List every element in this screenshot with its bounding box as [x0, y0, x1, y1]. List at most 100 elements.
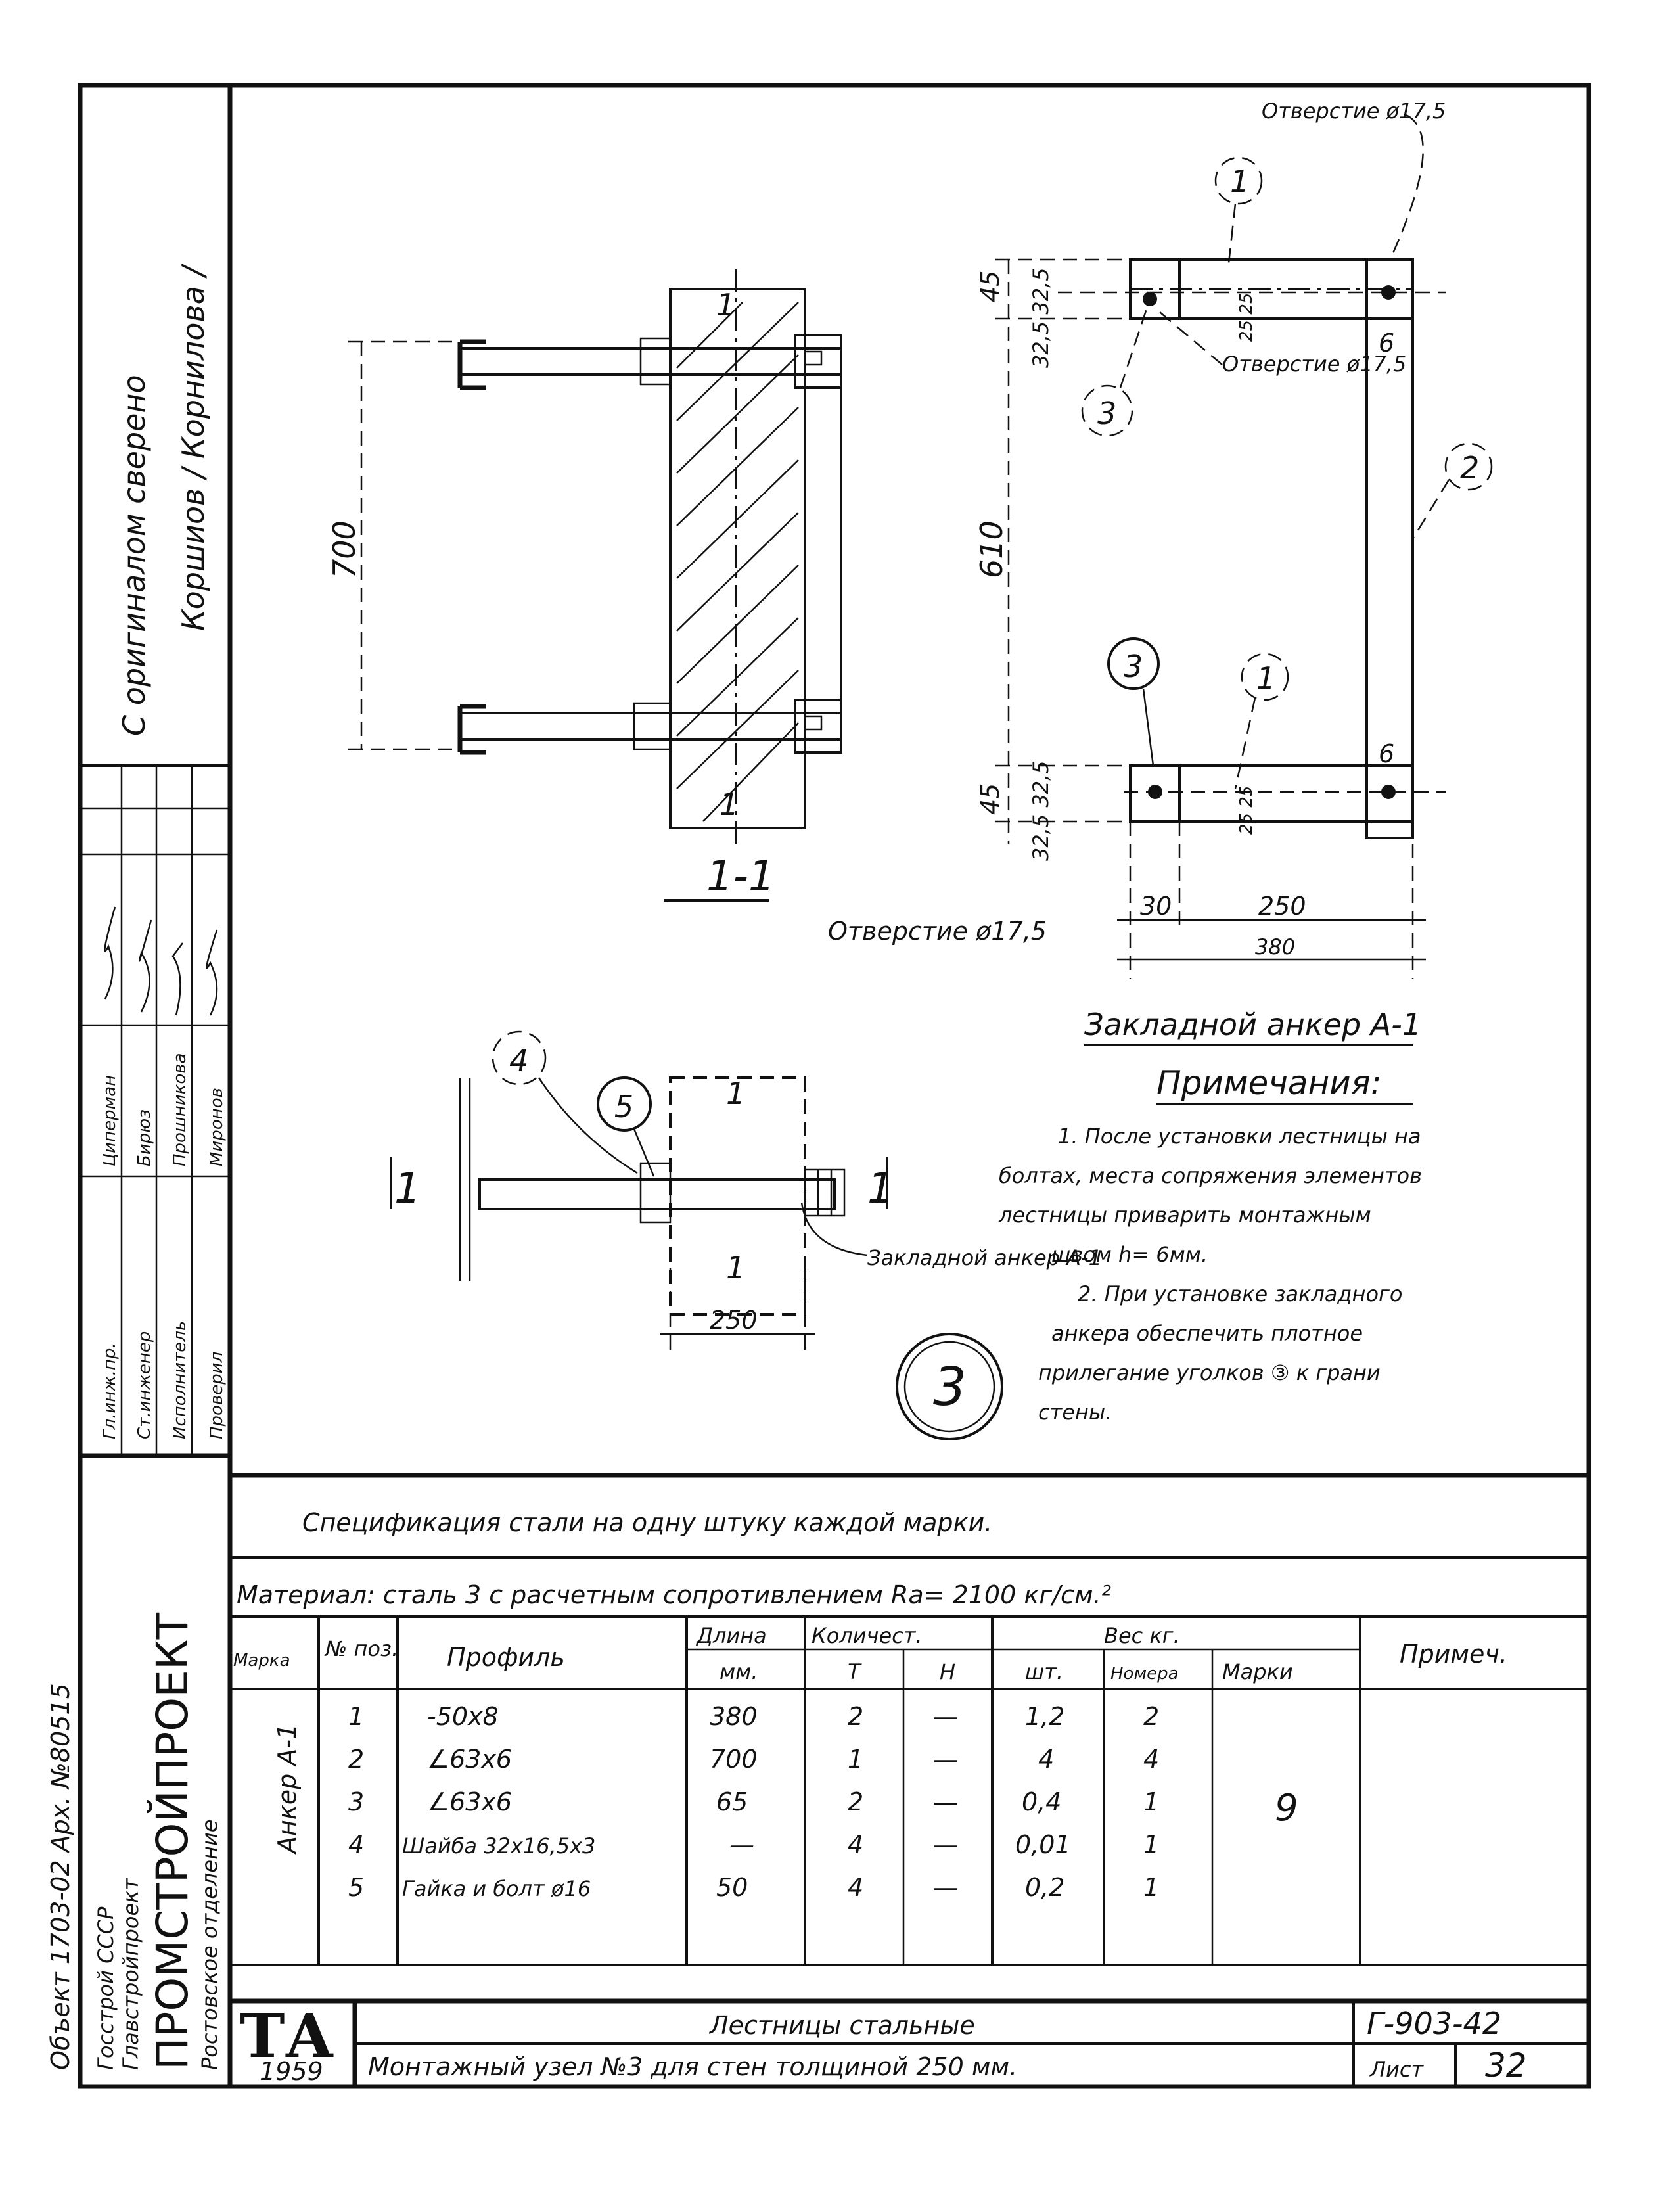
dim-610: 610: [974, 520, 1009, 578]
object-number: Объект 1703-02 Арх. №80515: [46, 1683, 75, 2070]
note-line-1: 1. После установки лестницы на: [1058, 1124, 1421, 1149]
mark-name: Анкер А-1: [273, 1724, 302, 1855]
svg-text:0,2: 0,2: [1025, 1873, 1064, 1902]
signature-2: [138, 919, 152, 1013]
callout-4: 4: [492, 1030, 638, 1174]
svg-text:2: 2: [348, 1745, 364, 1774]
hole-label-mid: Отверстие ø17,5: [1222, 352, 1406, 377]
org-glavstroyproekt: Главстройпроект: [118, 1878, 143, 2071]
svg-text:2: 2: [1143, 1702, 1159, 1731]
stamp-block: С оригиналом сверено Коршиов / Корнилова…: [46, 264, 227, 2070]
svg-text:Гайка и болт ø16: Гайка и болт ø16: [402, 1876, 591, 1901]
svg-text:4: 4: [509, 1043, 528, 1078]
sheet-number: 32: [1485, 2046, 1527, 2085]
plan-detail-view: 1 1 250 1 1 4 5 Закладной анкер А-1 3: [390, 1030, 1102, 1440]
dim-32-top: 32,5 32,5: [1028, 267, 1053, 368]
callout-1-bottom: 1: [1234, 653, 1289, 789]
spec-title: Спецификация стали на одну штуку каждой …: [302, 1508, 992, 1537]
wall-mark-bottom: 1: [720, 787, 739, 822]
sheet-description: Монтажный узел №3 для стен толщиной 250 …: [368, 2052, 1017, 2081]
svg-text:1: 1: [1230, 164, 1249, 199]
spec-material: Материал: сталь 3 с расчетным сопротивле…: [237, 1580, 1111, 1609]
svg-text:4: 4: [848, 1830, 863, 1859]
dim-25-top: 25 25: [1237, 293, 1256, 342]
svg-text:∠63х6: ∠63х6: [427, 1787, 512, 1816]
hdr-profile: Профиль: [447, 1643, 565, 1672]
svg-text:5: 5: [614, 1089, 633, 1124]
svg-text:Шайба 32х16,5х3: Шайба 32х16,5х3: [402, 1833, 595, 1858]
svg-text:2: 2: [1460, 450, 1479, 486]
note-line-3: лестницы приварить монтажным: [998, 1203, 1371, 1228]
year: 1959: [260, 2057, 323, 2086]
role-1: Гл.инж.пр.: [100, 1343, 120, 1439]
svg-text:—: —: [933, 1702, 958, 1731]
section-mark-left: 1: [394, 1164, 421, 1213]
spec-row-1: 1 -50х8 380 2 — 1,2 2: [348, 1702, 1159, 1731]
svg-text:2: 2: [848, 1787, 863, 1816]
series-title: Лестницы стальные: [708, 2011, 975, 2040]
dim-250-plan: 250: [1258, 892, 1306, 921]
anchor-callout: Закладной анкер А-1: [867, 1245, 1102, 1270]
org-rostov-branch: Ростовское отделение: [197, 1820, 222, 2070]
svg-text:3: 3: [1097, 396, 1116, 431]
svg-text:1,2: 1,2: [1025, 1702, 1064, 1731]
note-line-4: швом h= 6мм.: [1051, 1242, 1208, 1267]
num-6-top: 6: [1379, 329, 1394, 357]
spec-row-5: 5 Гайка и болт ø16 50 4 — 0,2 1: [348, 1873, 1159, 1902]
callout-2: 2: [1411, 442, 1493, 540]
org-gosstroy: Госстрой СССР: [93, 1906, 118, 2070]
dim-45-top: 45: [976, 271, 1005, 302]
svg-text:4: 4: [1143, 1745, 1159, 1774]
specification-table: Спецификация стали на одну штуку каждой …: [230, 1473, 1589, 1966]
signature-3: [171, 942, 183, 1016]
svg-text:—: —: [933, 1787, 958, 1816]
sheet-frame: [78, 83, 1591, 2089]
hdr-note: Примеч.: [1400, 1640, 1507, 1669]
hdr-pos: № поз.: [324, 1636, 398, 1661]
note-line-8: стены.: [1038, 1400, 1112, 1425]
logo: ТА: [240, 2000, 334, 2071]
signature-1: [104, 906, 116, 1000]
hole-label-left: Отверстие ø17,5: [828, 917, 1047, 946]
svg-text:2: 2: [848, 1702, 863, 1731]
dim-30: 30: [1140, 892, 1172, 921]
hdr-qty: Количест.: [812, 1623, 923, 1648]
name-1: Циперман: [100, 1075, 120, 1166]
section-mark-right: 1: [867, 1164, 894, 1213]
anchor-title: Закладной анкер А-1: [1084, 1007, 1421, 1042]
notes-title: Примечания:: [1156, 1064, 1382, 1102]
svg-text:50: 50: [716, 1873, 748, 1902]
svg-text:1: 1: [848, 1745, 863, 1774]
role-3: Исполнитель: [170, 1321, 190, 1439]
sheet-label: Лист: [1369, 2057, 1424, 2082]
org-promstroyproekt: ПРОМСТРОЙПРОЕКТ: [147, 1612, 198, 2070]
note-line-6: анкера обеспечить плотное: [1051, 1321, 1363, 1346]
anchor-plan-view: 6 6 45 32,5 32,5 25 25 610 45 32,5 32,5 …: [828, 99, 1493, 1046]
name-2: Бирюз: [135, 1109, 154, 1166]
num-6-bottom: 6: [1379, 739, 1394, 768]
callout-1-top: 1: [1214, 156, 1263, 264]
svg-text:65: 65: [716, 1787, 748, 1816]
svg-text:700: 700: [710, 1745, 758, 1774]
wall-mark-top: 1: [716, 287, 735, 323]
svg-text:380: 380: [710, 1702, 758, 1731]
svg-text:—: —: [729, 1830, 754, 1859]
node-number-circle: 3: [896, 1333, 1003, 1440]
svg-text:4: 4: [848, 1873, 863, 1902]
copy-note-2: Коршиов / Корнилова /: [175, 264, 211, 631]
spec-row-3: 3 ∠63х6 65 2 — 0,4 1: [348, 1787, 1159, 1816]
copy-note-1: С оригиналом сверено: [116, 375, 152, 736]
hdr-length-unit: мм.: [720, 1659, 758, 1684]
svg-text:0,01: 0,01: [1015, 1830, 1071, 1859]
drawing-code: Г-903-42: [1367, 2006, 1501, 2041]
wall-hatching: [676, 302, 799, 822]
hole-label-top: Отверстие ø17,5: [1262, 99, 1446, 124]
dim-250-wall: 250: [710, 1306, 758, 1335]
svg-text:4: 4: [1038, 1745, 1054, 1774]
wall-mark-plan-top: 1: [726, 1076, 745, 1111]
svg-text:4: 4: [348, 1830, 364, 1859]
svg-text:1: 1: [348, 1702, 364, 1731]
svg-text:1: 1: [1143, 1830, 1159, 1859]
notes-block: Примечания: 1. После установки лестницы …: [998, 1064, 1422, 1425]
